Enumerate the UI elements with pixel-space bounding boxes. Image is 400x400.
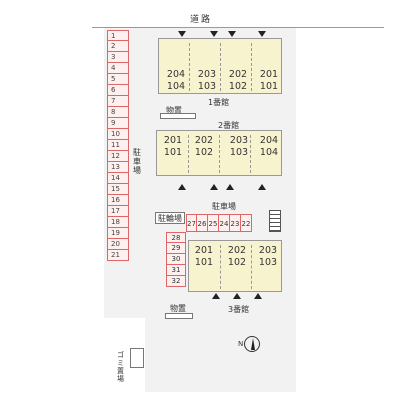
parking-stall: 24 bbox=[219, 214, 230, 232]
unit-divider bbox=[220, 43, 221, 91]
entrance-arrow bbox=[210, 31, 218, 37]
parking-stall: 23 bbox=[230, 214, 241, 232]
storage-box bbox=[160, 113, 196, 119]
parking-stall: 2 bbox=[107, 41, 129, 52]
storage-box bbox=[165, 313, 193, 319]
parking-stall: 8 bbox=[107, 107, 129, 118]
parking-stall: 19 bbox=[107, 228, 129, 239]
unit-divider bbox=[188, 135, 189, 173]
entrance-arrow bbox=[233, 293, 241, 299]
building-2-label: 2番館 bbox=[218, 121, 240, 130]
parking-stall: 21 bbox=[107, 250, 129, 261]
entrance-arrow bbox=[178, 31, 186, 37]
left-parking-stalls: 1 2 3 4 5 6 7 8 9 10 11 12 13 14 15 16 1… bbox=[107, 30, 129, 261]
bike-parking-label: 駐輪場 bbox=[155, 212, 185, 224]
parking-stall: 27 bbox=[186, 214, 197, 232]
building-1-label: 1番館 bbox=[208, 98, 230, 107]
parking-stall: 22 bbox=[241, 214, 252, 232]
mid-parking-stalls: 27 26 25 24 23 22 bbox=[186, 214, 252, 232]
parking-label: 駐車場 bbox=[133, 148, 141, 175]
road-line bbox=[92, 27, 384, 28]
parking-stall: 1 bbox=[107, 30, 129, 41]
parking-stall: 6 bbox=[107, 85, 129, 96]
parking-stall: 31 bbox=[166, 265, 186, 276]
parking-stall: 14 bbox=[107, 173, 129, 184]
parking-stall: 4 bbox=[107, 63, 129, 74]
entrance-arrow bbox=[258, 184, 266, 190]
entrance-arrow bbox=[226, 184, 234, 190]
parking-stall: 11 bbox=[107, 140, 129, 151]
parking-stall: 12 bbox=[107, 151, 129, 162]
entrance-arrow bbox=[228, 31, 236, 37]
unit-divider bbox=[251, 245, 252, 289]
road-label: 道路 bbox=[190, 15, 213, 25]
storage-label: 物置 bbox=[166, 106, 182, 115]
parking-stall: 13 bbox=[107, 162, 129, 173]
parking-stall: 30 bbox=[166, 254, 186, 265]
stairs-icon bbox=[269, 210, 281, 232]
parking-stall: 18 bbox=[107, 217, 129, 228]
garbage-area-box bbox=[130, 348, 144, 368]
parking-stall: 28 bbox=[166, 232, 186, 243]
unit-divider bbox=[189, 43, 190, 91]
unit-divider bbox=[251, 43, 252, 91]
parking-stall: 25 bbox=[208, 214, 219, 232]
parking-stall: 26 bbox=[197, 214, 208, 232]
unit-divider bbox=[219, 135, 220, 173]
parking-stall: 29 bbox=[166, 243, 186, 254]
unit-divider bbox=[250, 135, 251, 173]
parking-stall: 3 bbox=[107, 52, 129, 63]
parking-label-mid: 駐車場 bbox=[212, 202, 236, 211]
storage-label: 物置 bbox=[170, 304, 186, 313]
parking-stall: 32 bbox=[166, 276, 186, 287]
entrance-arrow bbox=[254, 293, 262, 299]
entrance-arrow bbox=[210, 184, 218, 190]
unit-divider bbox=[220, 245, 221, 289]
parking-stall: 9 bbox=[107, 118, 129, 129]
lot-area-lower bbox=[145, 318, 296, 392]
parking-stall: 16 bbox=[107, 195, 129, 206]
parking-stall: 5 bbox=[107, 74, 129, 85]
entrance-arrow bbox=[258, 31, 266, 37]
entrance-arrow bbox=[178, 184, 186, 190]
parking-stall: 17 bbox=[107, 206, 129, 217]
garbage-area-label: ゴミ置場 bbox=[117, 351, 124, 383]
north-label: N bbox=[238, 340, 244, 348]
parking-stall: 7 bbox=[107, 96, 129, 107]
north-arrow-icon bbox=[244, 336, 260, 352]
building-3-label: 3番館 bbox=[228, 305, 250, 314]
parking-stall: 20 bbox=[107, 239, 129, 250]
entrance-arrow bbox=[212, 293, 220, 299]
north-needle bbox=[251, 338, 255, 350]
parking-stall: 15 bbox=[107, 184, 129, 195]
parking-stall: 10 bbox=[107, 129, 129, 140]
